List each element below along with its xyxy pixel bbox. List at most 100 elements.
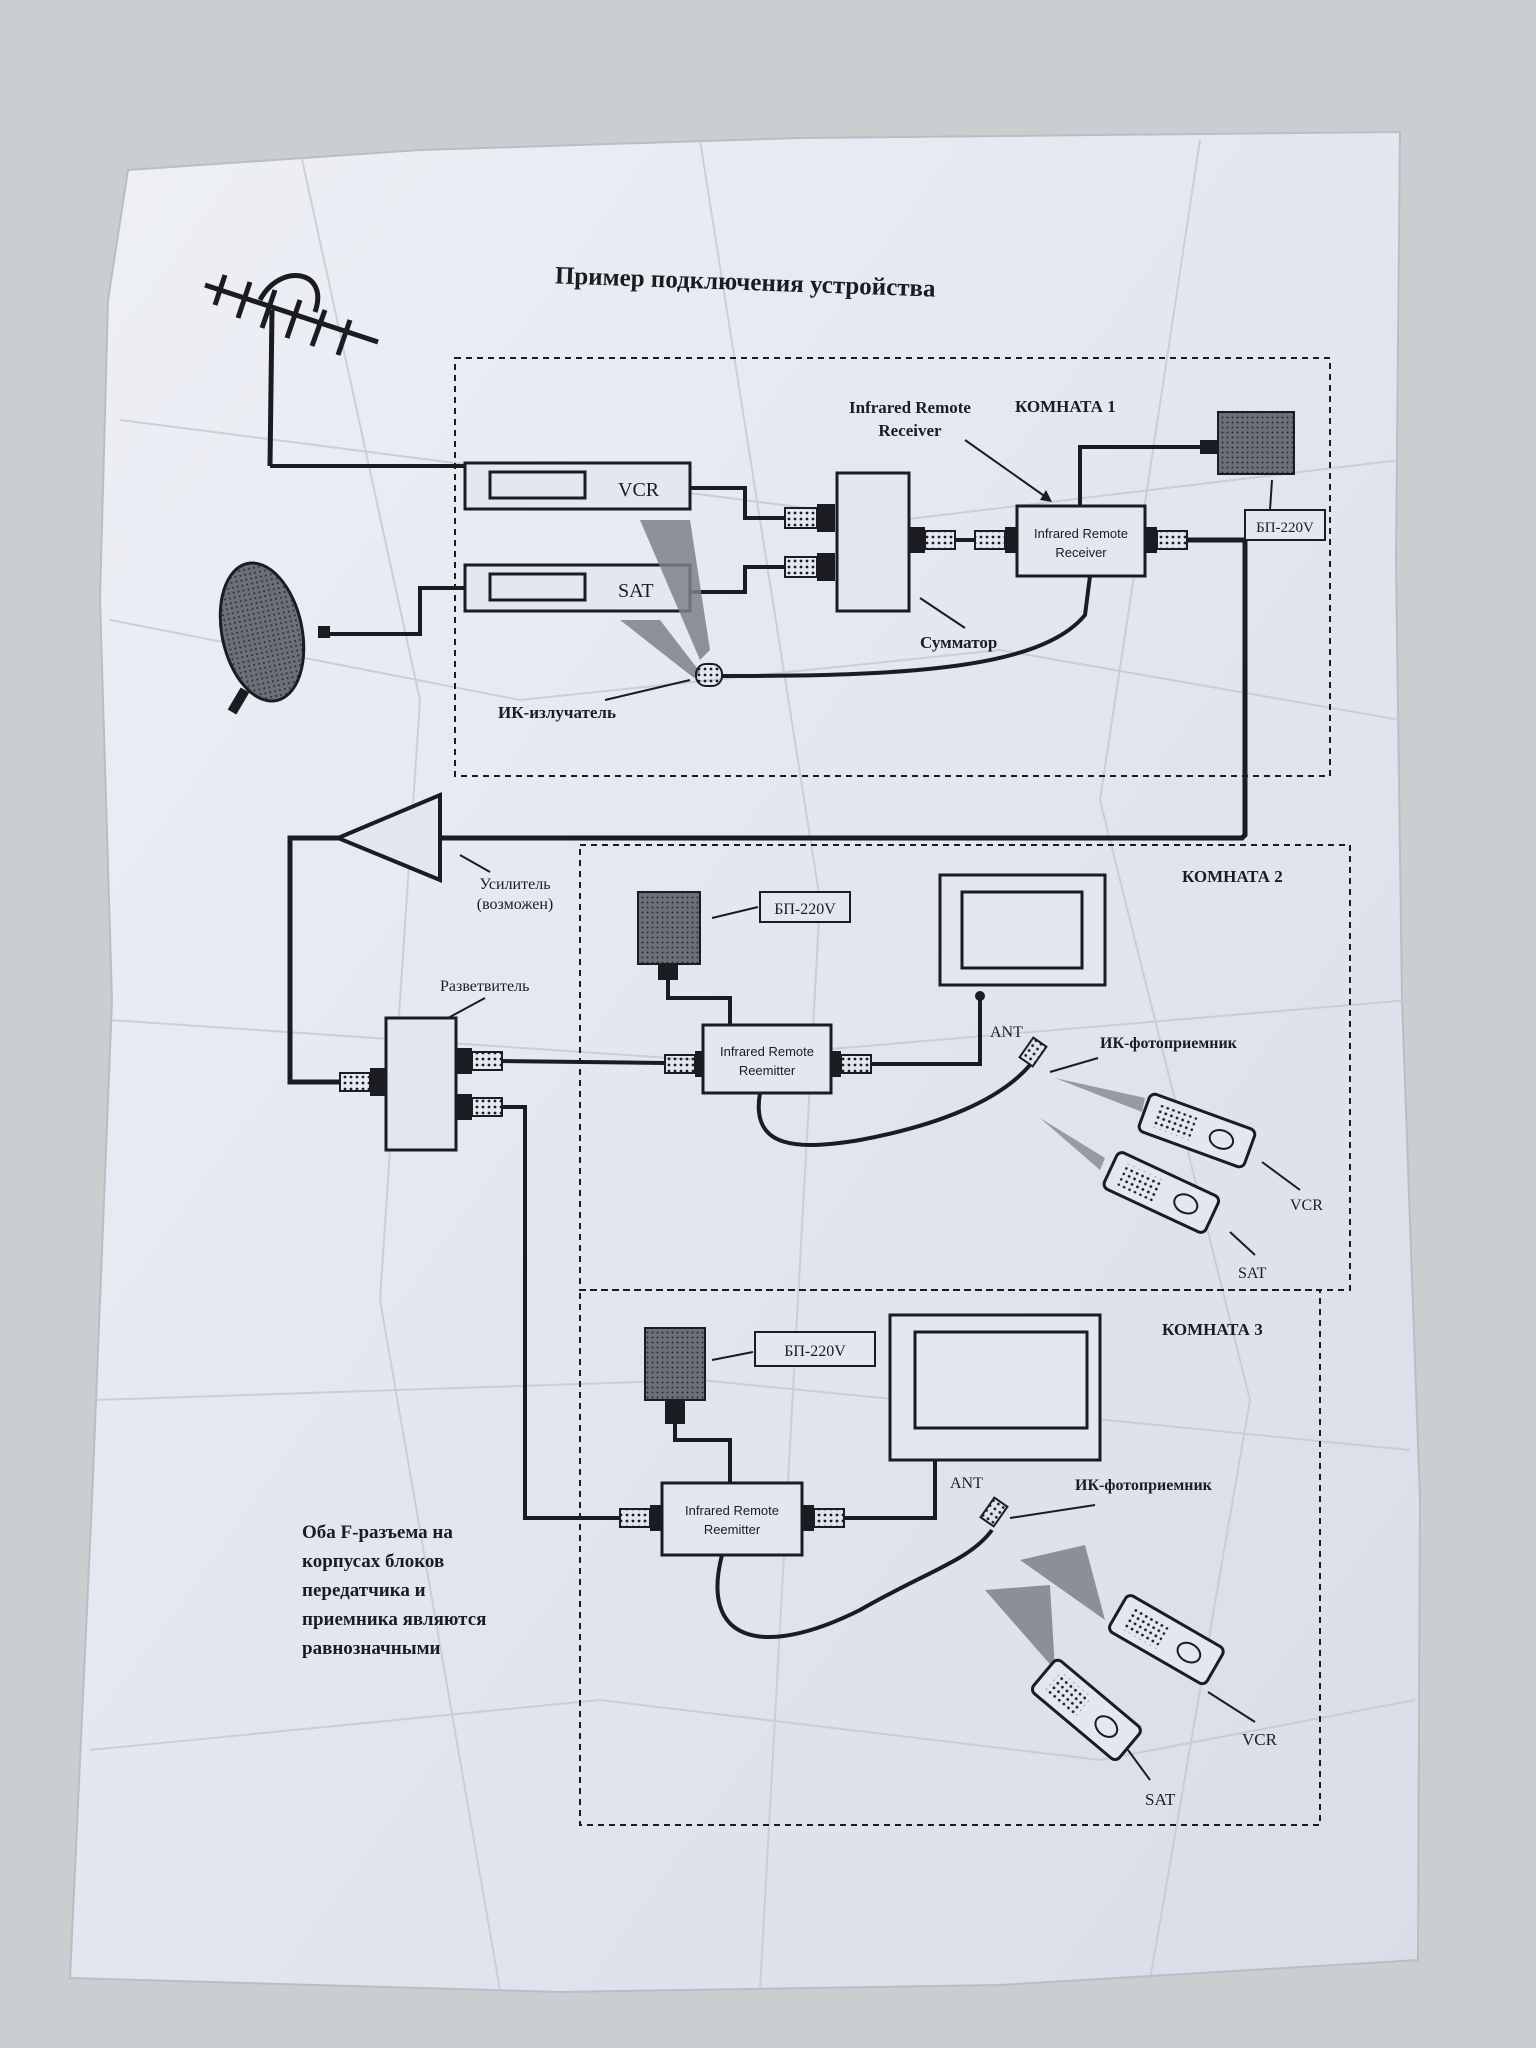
ir-beam-icon [1040,1118,1105,1170]
cable-sat-summator [690,565,785,594]
note-text: Оба F-разъема на корпусах блоков передат… [302,1522,486,1659]
arrow-amplifier [459,854,491,873]
ir-receiver-label-line2: Receiver [878,421,942,440]
arrow-remote-sat-room3 [1127,1749,1151,1781]
ir-beam-icon [1055,1078,1145,1112]
ant-label-room3: ANT [950,1475,983,1492]
cable-trunk [287,835,340,1085]
note-line1: Оба F-разъема на [302,1522,453,1543]
cable-reemitter-tv-room3 [844,1445,937,1520]
arrow-psu [1269,479,1273,511]
room-1-frame [454,357,1331,777]
cable-psu-receiver [1078,445,1200,506]
f-connector-icon [784,553,835,581]
arrow-photoreceiver-room2 [1049,1057,1099,1073]
ir-beam-icon [985,1585,1055,1670]
f-connector-icon [456,1094,503,1120]
room-3-label: КОМНАТА 3 [1162,1320,1263,1339]
cable-reemitter-tv-room2 [871,998,982,1066]
arrow-ir-receiver [964,439,1051,501]
room-1-label: КОМНАТА 1 [1015,397,1116,416]
reemitter-room2-line1: Infrared Remote [720,1044,814,1059]
psu-label-room2: БП-220V [774,901,836,918]
note-line5: равнозначными [302,1638,441,1659]
ir-photoreceiver-icon [979,1496,1009,1528]
remote-control-vcr-room3-icon [1108,1594,1225,1686]
remote-sat-label-room3: SAT [1145,1790,1176,1809]
f-connector-icon [664,1051,705,1077]
summator-label: Сумматор [920,633,997,652]
remote-vcr-label-room2: VCR [1290,1197,1323,1214]
psu-label-box [754,1331,876,1367]
ir-beam-icon [620,620,700,678]
arrow-ir-emitter [604,679,691,701]
cable-splitter-room3 [502,1105,620,1520]
tv-icon [888,1313,1102,1462]
ir-remote-reemitter-room2: Infrared Remote Reemitter [701,1023,833,1095]
psu-label-box [1244,509,1326,541]
f-connector-icon [831,1051,872,1077]
note-line3: передатчика и [302,1580,426,1601]
cable-emitter-receiver [721,575,1092,678]
ir-photoreceiver-icon [1018,1036,1048,1068]
f-connector-icon [619,1505,662,1531]
ir-photoreceiver-label-room2: ИК-фотоприемник [1100,1035,1238,1052]
cable-splitter-room2 [501,1059,666,1065]
psu-label-box [759,891,851,923]
f-connector-icon [1145,527,1188,553]
arrow-psu-room3 [711,1351,754,1361]
ir-photoreceiver-label-room3: ИК-фотоприемник [1075,1477,1213,1494]
splitter-box [384,1016,458,1152]
room-2-label: КОМНАТА 2 [1182,867,1283,886]
arrow-remote-sat-room2 [1229,1231,1256,1256]
amplifier-label-line1: Усилитель [480,876,551,893]
reemitter-room3-line2: Reemitter [704,1522,761,1537]
vcr-label: VCR [618,479,660,501]
psu-adapter-icon [637,891,701,980]
cable-dish-sat [330,586,465,636]
ir-receiver-box-line1: Infrared Remote [1034,526,1128,541]
f-connector-icon [974,527,1017,553]
ir-beam-icon [1020,1545,1105,1620]
arrow-photoreceiver-room3 [1009,1504,1096,1519]
arrow-remote-vcr-room3 [1207,1691,1256,1723]
arrow-splitter [447,997,486,1019]
amplifier-icon [332,791,442,883]
psu-label-room3: БП-220V [784,1343,846,1360]
cable-photoreceiver-room2 [756,1063,1032,1148]
ir-receiver-label-line1: Infrared Remote [849,398,971,417]
arrowhead [1040,490,1052,502]
sat-device: SAT [463,563,692,613]
ir-emitter-icon [695,663,723,687]
cable-vcr-summator [690,486,785,520]
amplifier-label-line2: (возможен) [477,896,553,913]
psu-adapter-icon [1200,411,1295,475]
cable-receiver-out [290,537,1248,841]
f-connector-icon [456,1048,503,1074]
arrow-summator [919,597,966,629]
ir-remote-reemitter-room3: Infrared Remote Reemitter [660,1481,804,1557]
reemitter-room3-line1: Infrared Remote [685,1503,779,1518]
yagi-antenna-icon [204,273,379,467]
ir-beam-icon [640,520,710,660]
psu-adapter-icon [644,1327,706,1424]
arrow-remote-vcr-room2 [1261,1161,1301,1191]
psu-label: БП-220V [1256,520,1314,536]
ir-remote-receiver-unit: Infrared Remote Receiver [1015,504,1147,578]
f-connector-icon [909,527,956,553]
f-connector-icon [802,1505,845,1531]
cable-psu-reemitter-room2 [666,980,732,1025]
remote-control-vcr-room2-icon [1137,1092,1257,1169]
ir-emitter-label: ИК-излучатель [498,703,616,722]
room-3-frame [579,1289,1321,1826]
remote-vcr-label-room3: VCR [1242,1730,1278,1749]
cable-psu-reemitter-room3 [673,1424,732,1483]
ir-receiver-box-line2: Receiver [1055,545,1107,560]
ant-label-room2: ANT [990,1024,1023,1041]
tv-icon [938,873,1107,987]
note-line2: корпусах блоков [302,1551,444,1572]
remote-sat-label-room2: SAT [1238,1265,1267,1282]
sat-label: SAT [618,580,654,602]
remote-control-sat-room2-icon [1102,1151,1221,1234]
